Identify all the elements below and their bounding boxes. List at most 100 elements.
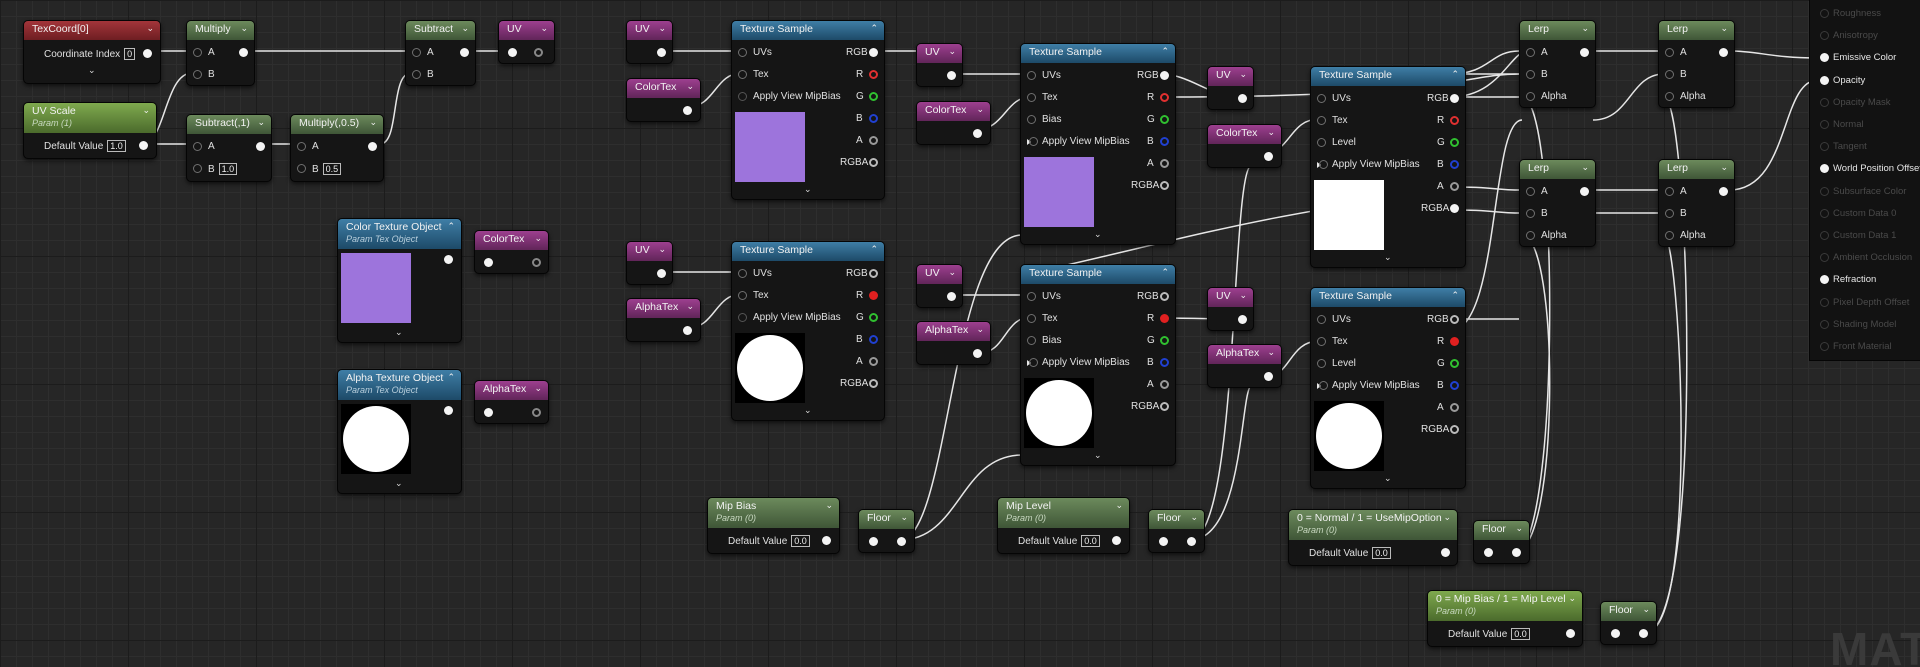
- output-pin[interactable]: [1264, 372, 1273, 381]
- input-pin-alpha[interactable]: [1665, 92, 1674, 101]
- chevron-up-icon[interactable]: ⌃: [870, 244, 878, 254]
- output-pin[interactable]: [1580, 48, 1589, 57]
- input-pin[interactable]: [1820, 9, 1829, 18]
- uv-reroute-a[interactable]: UV⌄: [626, 20, 673, 64]
- output-pin[interactable]: [822, 536, 831, 545]
- uv-reroute-c[interactable]: UV⌄: [916, 43, 963, 87]
- output-pin-r[interactable]: [1450, 337, 1459, 346]
- output-pin[interactable]: [1719, 48, 1728, 57]
- output-pin-a[interactable]: [1160, 159, 1169, 168]
- input-pin-b[interactable]: [1665, 209, 1674, 218]
- input-pin[interactable]: [1820, 164, 1829, 174]
- output-pin[interactable]: [444, 406, 453, 415]
- input-pin-uvs[interactable]: [1027, 292, 1036, 301]
- input-pin-tex[interactable]: [1317, 116, 1326, 125]
- input-pin-b[interactable]: [193, 70, 202, 79]
- chevron-down-icon[interactable]: ⌄: [658, 244, 666, 254]
- output-pin[interactable]: [973, 129, 982, 138]
- output-pin[interactable]: [532, 408, 541, 417]
- uv-reroute-b[interactable]: UV⌄: [626, 241, 673, 285]
- chevron-down-icon[interactable]: ⌄: [976, 324, 984, 334]
- input-pin[interactable]: [1820, 275, 1829, 285]
- input-pin[interactable]: [1820, 31, 1829, 41]
- output-pin[interactable]: [534, 48, 543, 57]
- input-pin-a[interactable]: [193, 48, 202, 57]
- chevron-down-icon[interactable]: ⌄: [369, 117, 377, 127]
- chevron-down-icon[interactable]: ⌄: [1642, 604, 1650, 614]
- input-pin-alpha[interactable]: [1665, 231, 1674, 240]
- input-pin-mipbias[interactable]: [738, 92, 747, 101]
- input-pin-mipbias[interactable]: [738, 313, 747, 322]
- chevron-down-icon[interactable]: ⌄: [257, 117, 265, 127]
- alphatex-reroute-f[interactable]: AlphaTex⌄: [1207, 344, 1282, 388]
- colortex-reroute-c[interactable]: ColorTex⌄: [916, 101, 991, 145]
- input-pin-b[interactable]: [1526, 209, 1535, 218]
- chevron-down-icon[interactable]: ⌄: [976, 104, 984, 114]
- output-pin-g[interactable]: [1160, 115, 1169, 124]
- output-pin[interactable]: [1187, 537, 1196, 546]
- input-pin[interactable]: [1159, 537, 1168, 546]
- output-pin-b[interactable]: [869, 114, 878, 123]
- uv-reroute-d[interactable]: UV⌄: [916, 264, 963, 308]
- input-pin[interactable]: [508, 48, 517, 57]
- input-pin[interactable]: [1820, 120, 1829, 129]
- output-pin-r[interactable]: [1160, 93, 1169, 102]
- output-pin[interactable]: [460, 48, 469, 57]
- output-pin[interactable]: [532, 258, 541, 267]
- texture-sample-node-4[interactable]: Texture Sample⌃ UVs Tex Bias Apply View …: [1020, 264, 1176, 466]
- texture-sample-node-3[interactable]: Texture Sample⌃ UVs Tex Bias Apply View …: [1020, 43, 1176, 245]
- output-pin[interactable]: [947, 292, 956, 301]
- chevron-down-icon[interactable]: ⌄: [686, 301, 694, 311]
- chevron-down-icon[interactable]: ⌄: [1384, 252, 1392, 262]
- alphatex-reroute-b[interactable]: AlphaTex⌄: [626, 298, 701, 342]
- chevron-up-icon[interactable]: ⌃: [447, 372, 455, 382]
- chevron-down-icon[interactable]: ⌄: [534, 233, 542, 243]
- lerp-node-4[interactable]: Lerp⌄ A B Alpha: [1658, 159, 1735, 247]
- floor-node-2[interactable]: Floor⌄: [1148, 509, 1205, 553]
- chevron-down-icon[interactable]: ⌄: [534, 383, 542, 393]
- chevron-up-icon[interactable]: ⌃: [1451, 69, 1459, 79]
- chevron-down-icon[interactable]: ⌄: [240, 23, 248, 33]
- output-pin-rgba[interactable]: [1160, 402, 1169, 411]
- input-pin-bias[interactable]: [1027, 336, 1036, 345]
- chevron-down-icon[interactable]: ⌄: [1094, 450, 1102, 460]
- output-pin[interactable]: [683, 106, 692, 115]
- texture-sample-node-5[interactable]: Texture Sample⌃ UVs Tex Level Apply View…: [1310, 66, 1466, 268]
- input-pin[interactable]: [1820, 142, 1829, 152]
- input-pin-uvs[interactable]: [1317, 94, 1326, 103]
- output-pin-rgba[interactable]: [1450, 425, 1459, 434]
- input-pin[interactable]: [1820, 75, 1829, 85]
- output-pin[interactable]: [1512, 548, 1521, 557]
- chevron-down-icon[interactable]: ⌄: [1720, 23, 1728, 33]
- output-pin[interactable]: [947, 71, 956, 80]
- uv-named-reroute[interactable]: UV⌄: [498, 20, 555, 64]
- input-pin-tex[interactable]: [1027, 93, 1036, 102]
- chevron-down-icon[interactable]: ⌄: [948, 267, 956, 277]
- output-pin-r[interactable]: [869, 70, 878, 79]
- input-pin-b[interactable]: [1665, 70, 1674, 79]
- default-value-field[interactable]: 0.0: [791, 535, 810, 547]
- input-pin-mipbias[interactable]: [1319, 160, 1328, 169]
- input-pin-a[interactable]: [1665, 48, 1674, 57]
- output-pin[interactable]: [1112, 536, 1121, 545]
- colortex-reroute-a[interactable]: ColorTex⌄: [626, 78, 701, 122]
- input-pin[interactable]: [1484, 548, 1493, 557]
- output-pin[interactable]: [139, 141, 148, 150]
- chevron-down-icon[interactable]: ⌄: [804, 405, 812, 415]
- input-pin-mipbias[interactable]: [1029, 137, 1038, 146]
- input-pin-uvs[interactable]: [738, 48, 747, 57]
- floor-node-1[interactable]: Floor⌄: [858, 509, 915, 553]
- default-value-field[interactable]: 0.0: [1372, 547, 1391, 559]
- output-pin[interactable]: [1238, 94, 1247, 103]
- input-pin-alpha[interactable]: [1526, 231, 1535, 240]
- chevron-down-icon[interactable]: ⌄: [658, 23, 666, 33]
- chevron-down-icon[interactable]: ⌄: [540, 23, 548, 33]
- input-pin[interactable]: [1820, 97, 1829, 107]
- chevron-up-icon[interactable]: ⌃: [1451, 290, 1459, 300]
- chevron-down-icon[interactable]: ⌄: [1094, 229, 1102, 239]
- multiply-node[interactable]: Multiply⌄ A B: [186, 20, 255, 86]
- input-pin-a[interactable]: [1665, 187, 1674, 196]
- output-pin-rgb[interactable]: [1160, 292, 1169, 301]
